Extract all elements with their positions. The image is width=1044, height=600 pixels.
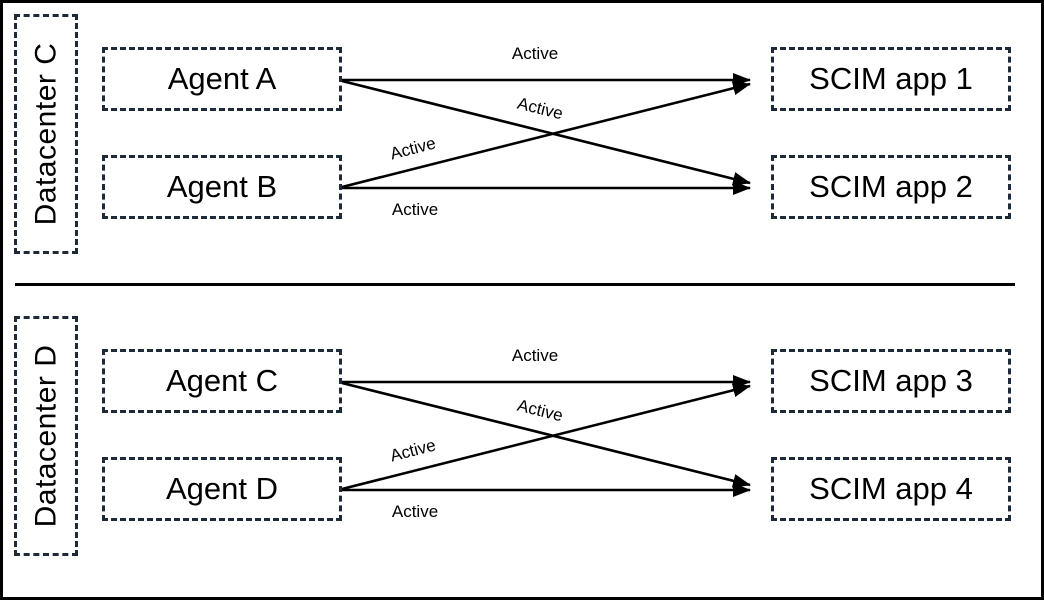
section-datacenter-c: Datacenter C Agent A Agent B SCIM app 1 … xyxy=(3,3,1041,273)
edge-label-c-to-4: Active xyxy=(515,395,565,426)
datacenter-d-label: Datacenter D xyxy=(29,344,62,528)
edge-label-a-to-2: Active xyxy=(515,93,565,124)
datacenter-c-label: Datacenter C xyxy=(29,42,62,226)
scim-app-3-box: SCIM app 3 xyxy=(771,349,1011,413)
agent-d-label: Agent D xyxy=(165,471,278,506)
agent-b-box: Agent B xyxy=(102,155,342,219)
agent-c-box: Agent C xyxy=(102,349,342,413)
scim-app-2-box: SCIM app 2 xyxy=(771,155,1011,219)
scim-app-2-label: SCIM app 2 xyxy=(809,169,973,204)
agent-c-label: Agent C xyxy=(165,363,278,398)
edge-label-b-to-1: Active xyxy=(388,133,438,164)
agent-b-label: Agent B xyxy=(166,169,278,204)
datacenter-d-box: Datacenter D xyxy=(14,316,78,556)
arrow-agent-a-to-app-2 xyxy=(341,79,751,186)
section-divider-line xyxy=(15,283,1015,286)
scim-app-1-label: SCIM app 1 xyxy=(809,61,973,96)
agent-a-box: Agent A xyxy=(102,47,342,111)
agent-d-box: Agent D xyxy=(102,457,342,521)
datacenter-c-box: Datacenter C xyxy=(14,14,78,254)
scim-app-3-label: SCIM app 3 xyxy=(809,363,973,398)
edge-label-d-to-3: Active xyxy=(388,435,438,466)
edge-label-c-to-3: Active xyxy=(511,346,559,365)
edge-label-b-to-2: Active xyxy=(391,200,439,219)
section-datacenter-d: Datacenter D Agent C Agent D SCIM app 3 … xyxy=(3,305,1041,575)
scim-app-4-box: SCIM app 4 xyxy=(771,457,1011,521)
edge-label-d-to-4: Active xyxy=(391,502,439,521)
arrow-agent-c-to-app-4 xyxy=(341,381,751,488)
scim-app-4-label: SCIM app 4 xyxy=(809,471,973,506)
edge-label-a-to-1: Active xyxy=(511,44,559,63)
scim-app-1-box: SCIM app 1 xyxy=(771,47,1011,111)
agent-a-label: Agent A xyxy=(167,61,277,96)
